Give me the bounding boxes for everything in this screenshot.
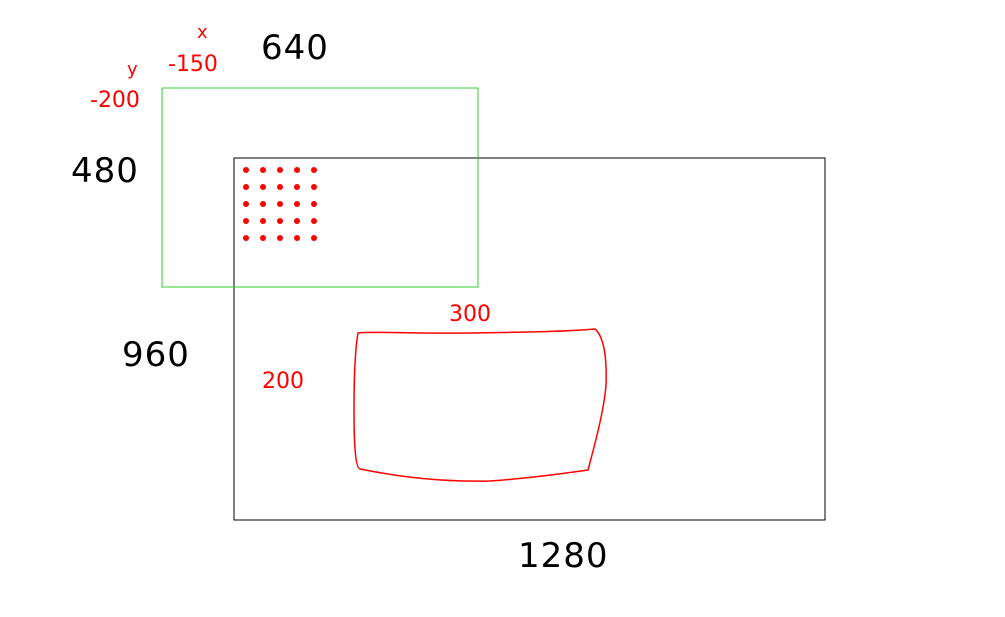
grid-dot: [243, 167, 249, 173]
grid-dot: [311, 218, 317, 224]
grid-dot: [277, 184, 283, 190]
region-width-label: 300: [449, 302, 491, 327]
grid-dot: [294, 167, 300, 173]
grid-dot: [260, 167, 266, 173]
viewport-rectangle: [161, 87, 479, 288]
grid-dot: [294, 201, 300, 207]
grid-dot: [243, 184, 249, 190]
grid-dot: [311, 201, 317, 207]
grid-dot: [311, 235, 317, 241]
grid-dot: [311, 184, 317, 190]
grid-dot: [277, 201, 283, 207]
grid-dot: [277, 167, 283, 173]
grid-dot: [311, 167, 317, 173]
grid-dot: [243, 218, 249, 224]
hand-drawn-region: [353, 328, 607, 482]
y-letter-label: y: [127, 59, 138, 80]
viewport-width-label: 640: [261, 28, 329, 68]
region-height-label: 200: [262, 369, 304, 394]
viewport-height-label: 480: [71, 151, 139, 191]
grid-dot: [277, 218, 283, 224]
grid-dot: [243, 201, 249, 207]
grid-dot: [294, 235, 300, 241]
grid-dot: [277, 235, 283, 241]
grid-dot: [260, 235, 266, 241]
grid-dot: [260, 184, 266, 190]
dot-grid: [243, 167, 317, 241]
grid-dot: [260, 201, 266, 207]
grid-dot: [260, 218, 266, 224]
grid-dot: [243, 235, 249, 241]
canvas-width-label: 1280: [518, 536, 609, 576]
y-offset-label: -200: [90, 88, 140, 113]
canvas-height-label: 960: [122, 335, 190, 375]
world-rectangle: [233, 157, 826, 521]
x-letter-label: x: [197, 22, 208, 43]
grid-dot: [294, 184, 300, 190]
x-offset-label: -150: [168, 52, 218, 77]
grid-dot: [294, 218, 300, 224]
